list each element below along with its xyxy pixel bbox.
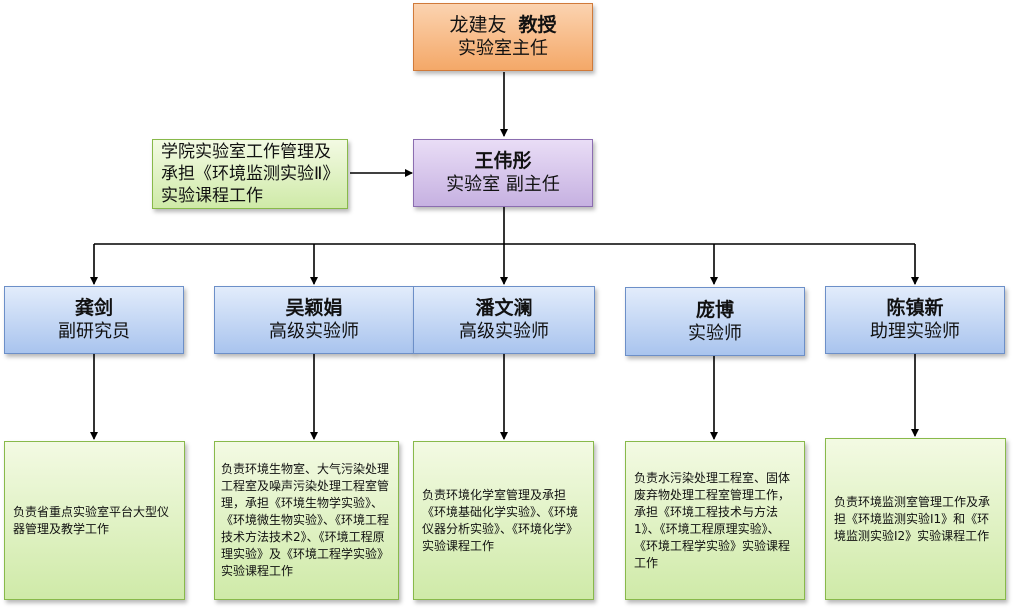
staff-name: 龚剑 xyxy=(74,297,113,319)
staff-box-3: 潘文澜 高级实验师 xyxy=(413,286,595,354)
duty-box-3: 负责环境化学室管理及承担《环境基础化学实验》、《环境仪器分析实验》、《环境化学》… xyxy=(413,441,594,600)
director-box: 龙建友 教授 实验室主任 xyxy=(413,3,593,71)
duty-box-1: 负责省重点实验室平台大型仪器管理及教学工作 xyxy=(4,441,185,600)
director-name: 龙建友 xyxy=(449,14,507,36)
staff-box-2: 吴颖娟 高级实验师 xyxy=(214,286,414,354)
duty-text: 负责环境生物室、大气污染处理工程室及噪声污染处理工程室管理，承担《环境生物学实验… xyxy=(221,462,390,578)
director-name-line: 龙建友 教授 xyxy=(449,13,556,37)
duty-box-5: 负责环境监测室管理工作及承担《环境监测实验Ⅰ1》和《环境监测实验Ⅰ2》实验课程工… xyxy=(825,438,1006,600)
duty-box-2: 负责环境生物室、大气污染处理工程室及噪声污染处理工程室管理，承担《环境生物学实验… xyxy=(214,441,399,600)
staff-box-4: 庞博 实验师 xyxy=(625,287,805,356)
staff-title: 高级实验师 xyxy=(459,321,549,342)
staff-title: 副研究员 xyxy=(58,321,130,342)
vice-director-role: 实验室 副主任 xyxy=(446,174,560,195)
staff-name: 陈镇新 xyxy=(886,297,944,319)
staff-title: 助理实验师 xyxy=(870,321,960,342)
staff-box-1: 龚剑 副研究员 xyxy=(4,286,184,354)
director-rank: 教授 xyxy=(518,14,557,36)
staff-name: 庞博 xyxy=(695,298,734,321)
staff-box-5: 陈镇新 助理实验师 xyxy=(825,286,1005,354)
staff-title: 实验师 xyxy=(688,322,742,344)
duty-text: 负责环境监测室管理工作及承担《环境监测实验Ⅰ1》和《环境监测实验Ⅰ2》实验课程工… xyxy=(834,494,991,543)
duty-box-4: 负责水污染处理工程室、固体废弃物处理工程室管理工作，承担《环境工程技术与方法1》… xyxy=(625,441,805,600)
duty-text: 负责水污染处理工程室、固体废弃物处理工程室管理工作，承担《环境工程技术与方法1》… xyxy=(634,470,791,570)
duty-text: 负责省重点实验室平台大型仪器管理及教学工作 xyxy=(13,504,170,536)
vice-director-name: 王伟彤 xyxy=(474,150,532,172)
director-role: 实验室主任 xyxy=(458,38,548,59)
staff-name: 潘文澜 xyxy=(475,297,533,319)
vice-note-box: 学院实验室工作管理及承担《环境监测实验Ⅱ》实验课程工作 xyxy=(152,139,348,209)
staff-name: 吴颖娟 xyxy=(285,297,343,319)
vice-note-text: 学院实验室工作管理及承担《环境监测实验Ⅱ》实验课程工作 xyxy=(161,142,331,206)
staff-title: 高级实验师 xyxy=(269,321,359,342)
duty-text: 负责环境化学室管理及承担《环境基础化学实验》、《环境仪器分析实验》、《环境化学》… xyxy=(422,487,579,553)
vice-director-box: 王伟彤 实验室 副主任 xyxy=(413,139,593,207)
